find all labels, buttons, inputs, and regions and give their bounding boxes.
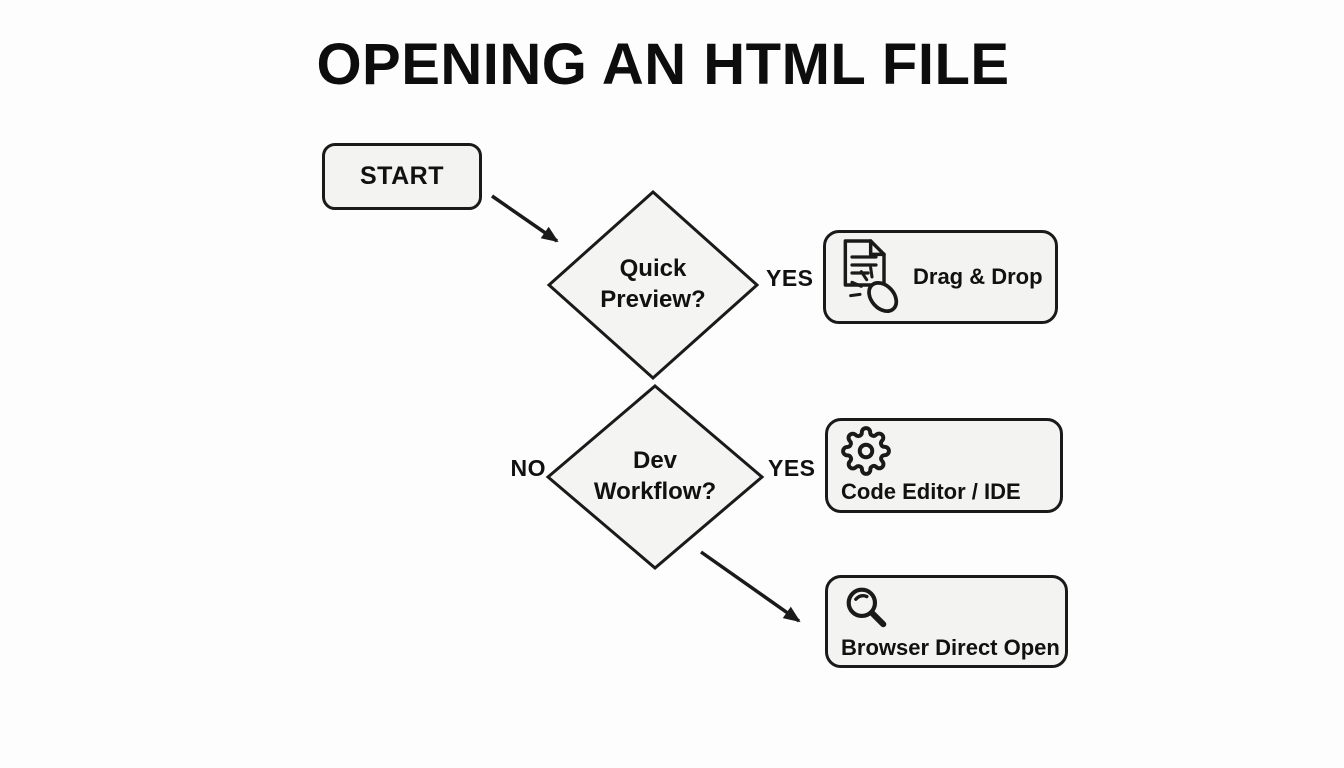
start-node: START bbox=[322, 143, 482, 210]
arrow-dev-workflow-to-browser bbox=[699, 550, 801, 623]
outcome-label: Browser Direct Open bbox=[841, 635, 1060, 660]
page-title: OPENING AN HTML FILE bbox=[316, 32, 1010, 97]
decision-label-quick-preview: Quick Preview? bbox=[555, 253, 751, 315]
arrow-start-to-quick-preview bbox=[491, 194, 559, 243]
outcome-node-browser-direct-open: Browser Direct Open bbox=[825, 575, 1068, 668]
decision-label-line: Quick bbox=[619, 255, 687, 282]
outcome-node-code-editor: Code Editor / IDE bbox=[825, 418, 1063, 513]
decision-diamond-quick-preview bbox=[546, 189, 760, 381]
outcome-node-drag-and-drop: Drag & Drop bbox=[823, 230, 1058, 324]
gear-icon bbox=[841, 426, 891, 476]
decision-diamond-dev-workflow bbox=[545, 384, 765, 570]
decision-label-line: Preview? bbox=[600, 286, 706, 313]
decision-label-dev-workflow: Dev Workflow? bbox=[557, 445, 753, 507]
edge-label-yes-quick-preview: YES bbox=[766, 265, 814, 291]
edge-label-no-dev-workflow: NO bbox=[510, 455, 546, 481]
start-label: START bbox=[360, 162, 444, 190]
outcome-label: Code Editor / IDE bbox=[841, 479, 1021, 504]
decision-label-line: Dev bbox=[632, 447, 678, 474]
outcome-label: Drag & Drop bbox=[913, 264, 1043, 289]
document-drag-mouse-icon bbox=[843, 239, 899, 313]
decision-label-line: Workflow? bbox=[593, 478, 717, 505]
magnifier-icon bbox=[846, 587, 887, 628]
edge-label-yes-dev-workflow: YES bbox=[768, 455, 816, 481]
